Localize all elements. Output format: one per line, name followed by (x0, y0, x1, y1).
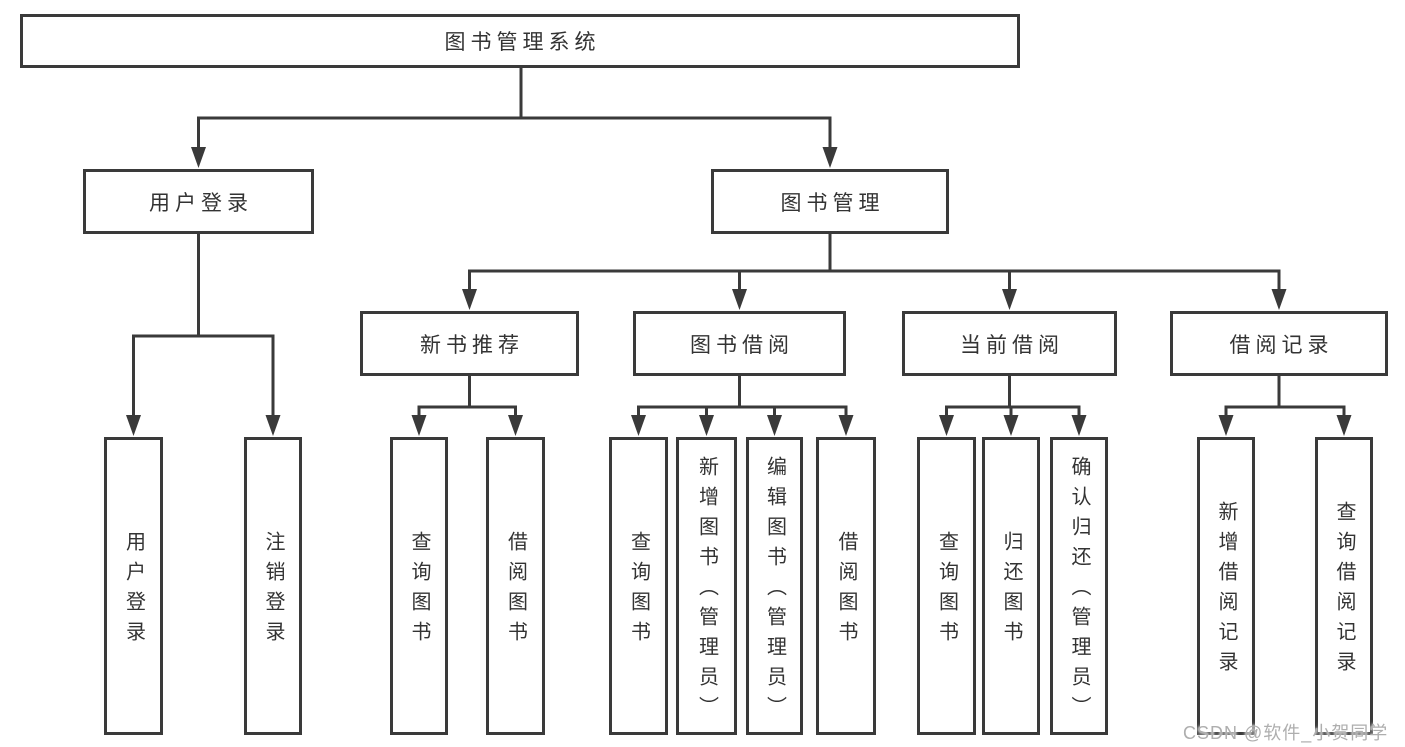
arrow-down-icon (508, 415, 523, 436)
node-label: 图书借阅 (690, 333, 794, 357)
node-label: 新增图书（管理员） (695, 456, 718, 726)
arrow-down-icon (939, 415, 954, 436)
leaf-return-books: 归还图书 (982, 437, 1040, 735)
arrowheads (126, 147, 1352, 436)
node-label: 图书管理 (780, 191, 885, 215)
arrow-down-icon (1271, 289, 1287, 310)
leaf-query-books-recommend: 查询图书 (390, 437, 448, 735)
arrow-down-icon (822, 147, 838, 168)
node-new-book-recommend: 新书推荐 (360, 311, 579, 376)
leaf-query-borrow-record: 查询借阅记录 (1315, 437, 1373, 735)
arrow-down-icon (1003, 415, 1019, 436)
leaf-logout: 注销登录 (244, 437, 302, 735)
node-label: 借阅图书 (835, 531, 857, 651)
node-label: 新增借阅记录 (1215, 501, 1237, 681)
leaf-query-books-borrowing: 查询图书 (609, 437, 668, 735)
leaf-query-books-current: 查询图书 (917, 437, 976, 735)
arrow-down-icon (838, 415, 854, 436)
node-label: 编辑图书（管理员） (763, 456, 786, 726)
node-label: 用户登录 (122, 531, 145, 651)
watermark: CSDN @软件_小贺同学 (1183, 723, 1389, 743)
node-library-management-system: 图书管理系统 (20, 14, 1020, 68)
arrow-down-icon (699, 415, 714, 436)
node-label: 图书管理系统 (444, 31, 601, 54)
node-label: 借阅记录 (1229, 333, 1334, 357)
leaf-user-login: 用户登录 (104, 437, 163, 735)
arrow-down-icon (462, 289, 477, 310)
arrow-down-icon (1218, 415, 1234, 436)
node-book-management: 图书管理 (711, 169, 949, 234)
arrow-down-icon (631, 415, 646, 436)
node-label: 借阅图书 (504, 531, 527, 651)
leaf-borrow-books-recommend: 借阅图书 (486, 437, 545, 735)
leaf-borrow-books-borrowing: 借阅图书 (816, 437, 876, 735)
node-label: 新书推荐 (420, 333, 524, 357)
arrow-down-icon (732, 289, 747, 310)
arrow-down-icon (191, 147, 206, 168)
arrow-down-icon (1336, 415, 1352, 436)
arrow-down-icon (265, 415, 281, 436)
node-current-borrowing: 当前借阅 (902, 311, 1117, 376)
leaf-add-books-admin: 新增图书（管理员） (676, 437, 737, 735)
arrow-down-icon (1071, 415, 1087, 436)
arrow-down-icon (1002, 289, 1017, 310)
node-label: 查询图书 (935, 531, 958, 651)
leaf-add-borrow-record: 新增借阅记录 (1197, 437, 1255, 735)
node-label: 查询图书 (408, 531, 430, 651)
node-borrowing-records: 借阅记录 (1170, 311, 1388, 376)
arrow-down-icon (767, 415, 782, 436)
node-label: 查询图书 (627, 531, 650, 651)
node-book-borrowing: 图书借阅 (633, 311, 846, 376)
leaf-edit-books-admin: 编辑图书（管理员） (746, 437, 803, 735)
node-label: 查询借阅记录 (1333, 501, 1355, 681)
node-label: 当前借阅 (960, 333, 1064, 357)
node-label: 注销登录 (262, 531, 284, 651)
node-user-login: 用户登录 (83, 169, 314, 234)
node-label: 归还图书 (1000, 531, 1022, 651)
node-label: 确认归还（管理员） (1068, 456, 1090, 726)
node-label: 用户登录 (149, 191, 253, 215)
arrow-down-icon (126, 415, 141, 436)
arrow-down-icon (411, 415, 427, 436)
leaf-confirm-return-admin: 确认归还（管理员） (1050, 437, 1108, 735)
